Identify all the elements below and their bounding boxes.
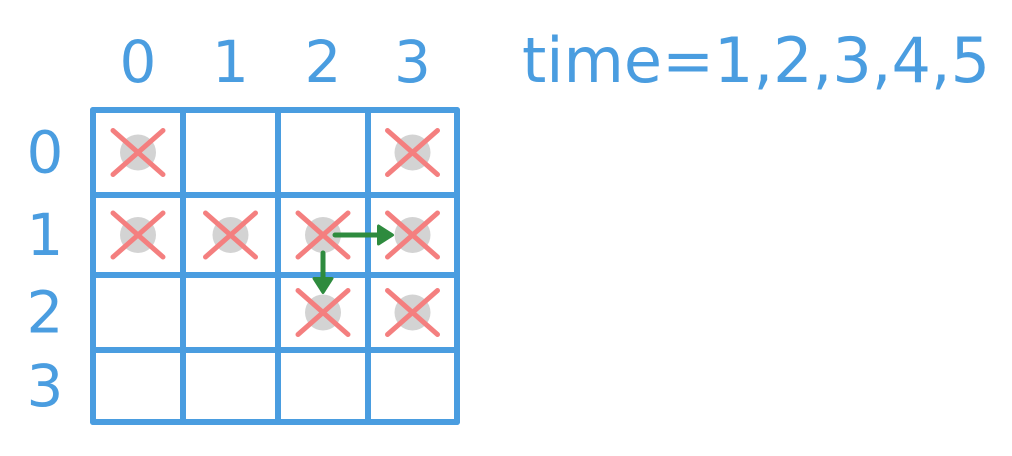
column-label: 3 [394, 28, 431, 96]
cross-mark-icon [385, 210, 440, 260]
cross-mark-icon [110, 210, 166, 260]
cross-mark-icon [110, 128, 166, 177]
row-label: 2 [27, 279, 64, 347]
column-label: 1 [212, 28, 249, 96]
time-label: time=1,2,3,4,5 [522, 24, 990, 97]
column-label: 0 [120, 28, 157, 96]
column-label: 2 [305, 28, 342, 96]
row-label: 1 [27, 201, 64, 269]
cross-mark-icon [385, 288, 440, 337]
arrow-head-icon [377, 224, 394, 246]
arrow-head-icon [312, 277, 334, 294]
cross-mark-icon [203, 210, 258, 260]
row-label: 0 [27, 119, 64, 187]
cross-mark-icon [295, 288, 351, 337]
cross-mark-icon [385, 128, 440, 177]
row-label: 3 [27, 352, 64, 420]
cross-mark-icon [295, 210, 351, 260]
